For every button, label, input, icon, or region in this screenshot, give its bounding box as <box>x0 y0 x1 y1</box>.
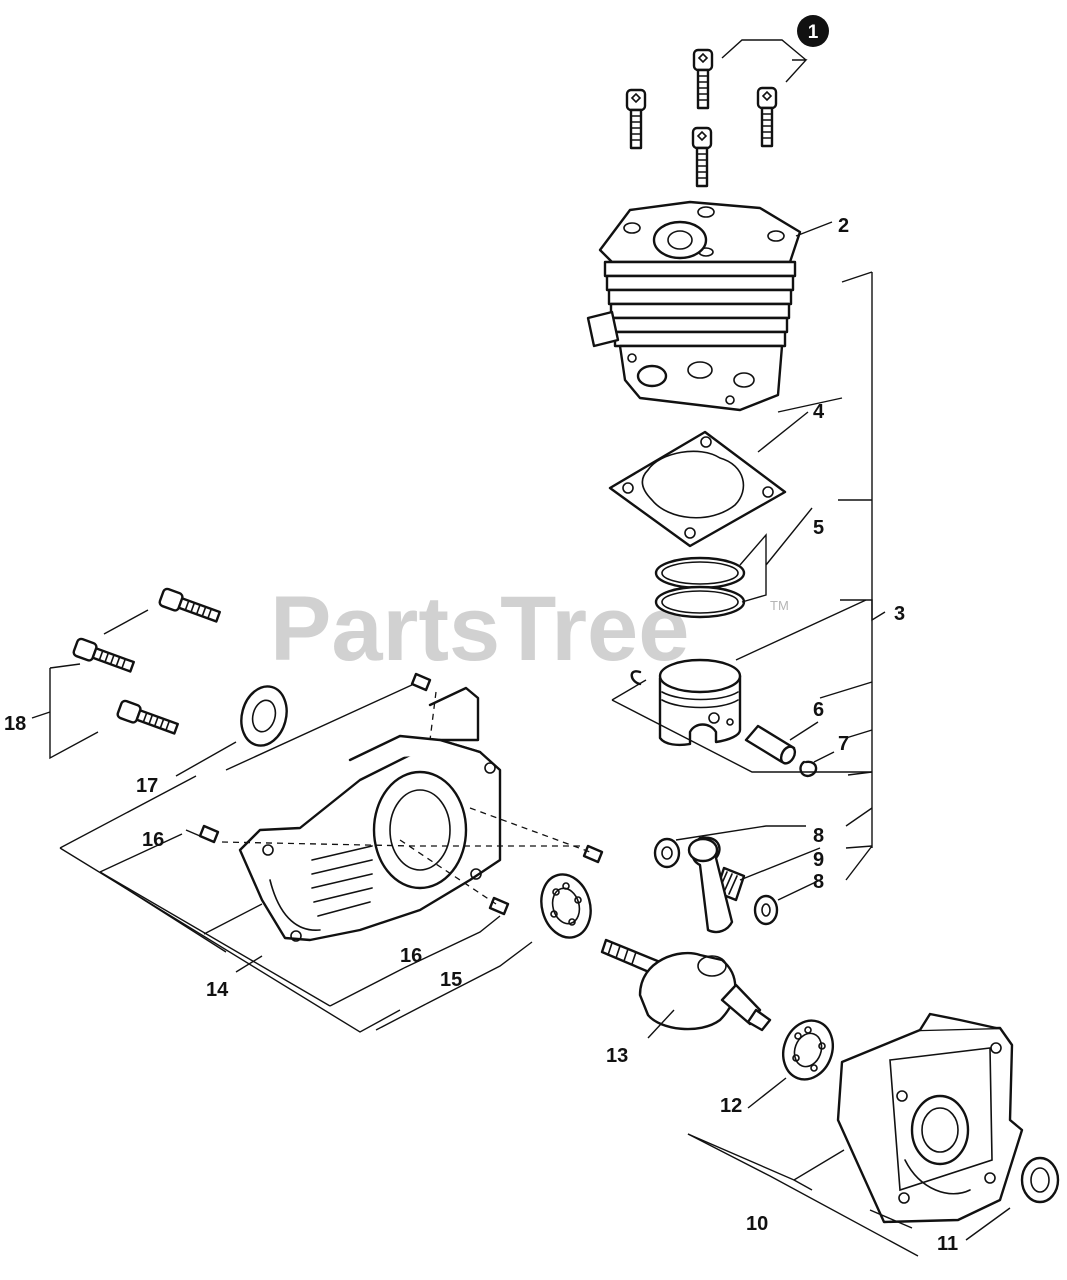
crankshaft <box>600 836 772 1032</box>
bearing-left <box>540 873 592 939</box>
piston <box>658 658 742 747</box>
watermark: PartsTree TM <box>270 578 789 680</box>
callout-18: 18 <box>4 713 26 735</box>
piston-pin <box>744 724 797 765</box>
piston-rings <box>654 507 813 619</box>
callout-3: 3 <box>894 603 905 625</box>
bolt-left <box>625 88 647 150</box>
crank-bolt-3 <box>116 699 179 735</box>
oil-seal-right <box>1020 1156 1060 1204</box>
dowel-pin-lower <box>488 896 510 916</box>
assembly-dashes <box>221 691 591 905</box>
circlip-left <box>630 670 642 686</box>
callout-9: 9 <box>813 849 824 871</box>
bearing-right <box>782 1019 834 1081</box>
dowel-pin-upper <box>410 672 432 692</box>
callout-badge-1: 1 <box>797 15 829 47</box>
thrust-washer-right <box>753 894 779 926</box>
circlip-right <box>799 760 818 778</box>
callout-13: 13 <box>606 1045 628 1067</box>
leader-lines <box>31 221 1011 1257</box>
crankcase-right <box>836 1012 1024 1224</box>
cylinder-bolts <box>625 39 808 188</box>
watermark-text: PartsTree <box>270 578 689 680</box>
bolt-top <box>692 48 714 110</box>
badge-label: 1 <box>808 22 819 43</box>
bolt-bracket <box>721 39 808 83</box>
callout-labels: 2 3 4 5 6 7 8 8 9 10 11 12 13 14 15 16 1… <box>4 215 958 1255</box>
watermark-trademark: TM <box>770 598 789 613</box>
callout-2: 2 <box>838 215 849 237</box>
callout-6: 6 <box>813 699 824 721</box>
callout-11: 11 <box>937 1233 958 1255</box>
callout-15: 15 <box>440 969 462 991</box>
callout-12: 12 <box>720 1095 742 1117</box>
callout-7: 7 <box>838 733 849 755</box>
oil-seal-left <box>240 685 288 747</box>
crankcase-bolts <box>72 587 221 735</box>
crankcase-left <box>238 686 502 942</box>
callout-8-upper: 8 <box>813 825 824 847</box>
cylinder <box>586 200 802 412</box>
bolt-bottom <box>691 126 713 188</box>
dowel-pin-right <box>582 844 604 864</box>
callout-4: 4 <box>813 401 825 423</box>
bolt-right <box>756 86 778 148</box>
callout-16-left: 16 <box>142 829 164 851</box>
callout-14: 14 <box>206 979 229 1001</box>
callout-10: 10 <box>746 1213 768 1235</box>
dowel-pin-lower-left <box>198 824 220 844</box>
crank-bolt-1 <box>158 587 221 623</box>
cylinder-gasket <box>608 430 787 548</box>
crank-bolt-2 <box>72 637 135 673</box>
callout-8-lower: 8 <box>813 871 824 893</box>
callout-5: 5 <box>813 517 824 539</box>
callout-16-right: 16 <box>400 945 422 967</box>
callout-17: 17 <box>136 775 158 797</box>
thrust-washer-left <box>653 837 681 869</box>
